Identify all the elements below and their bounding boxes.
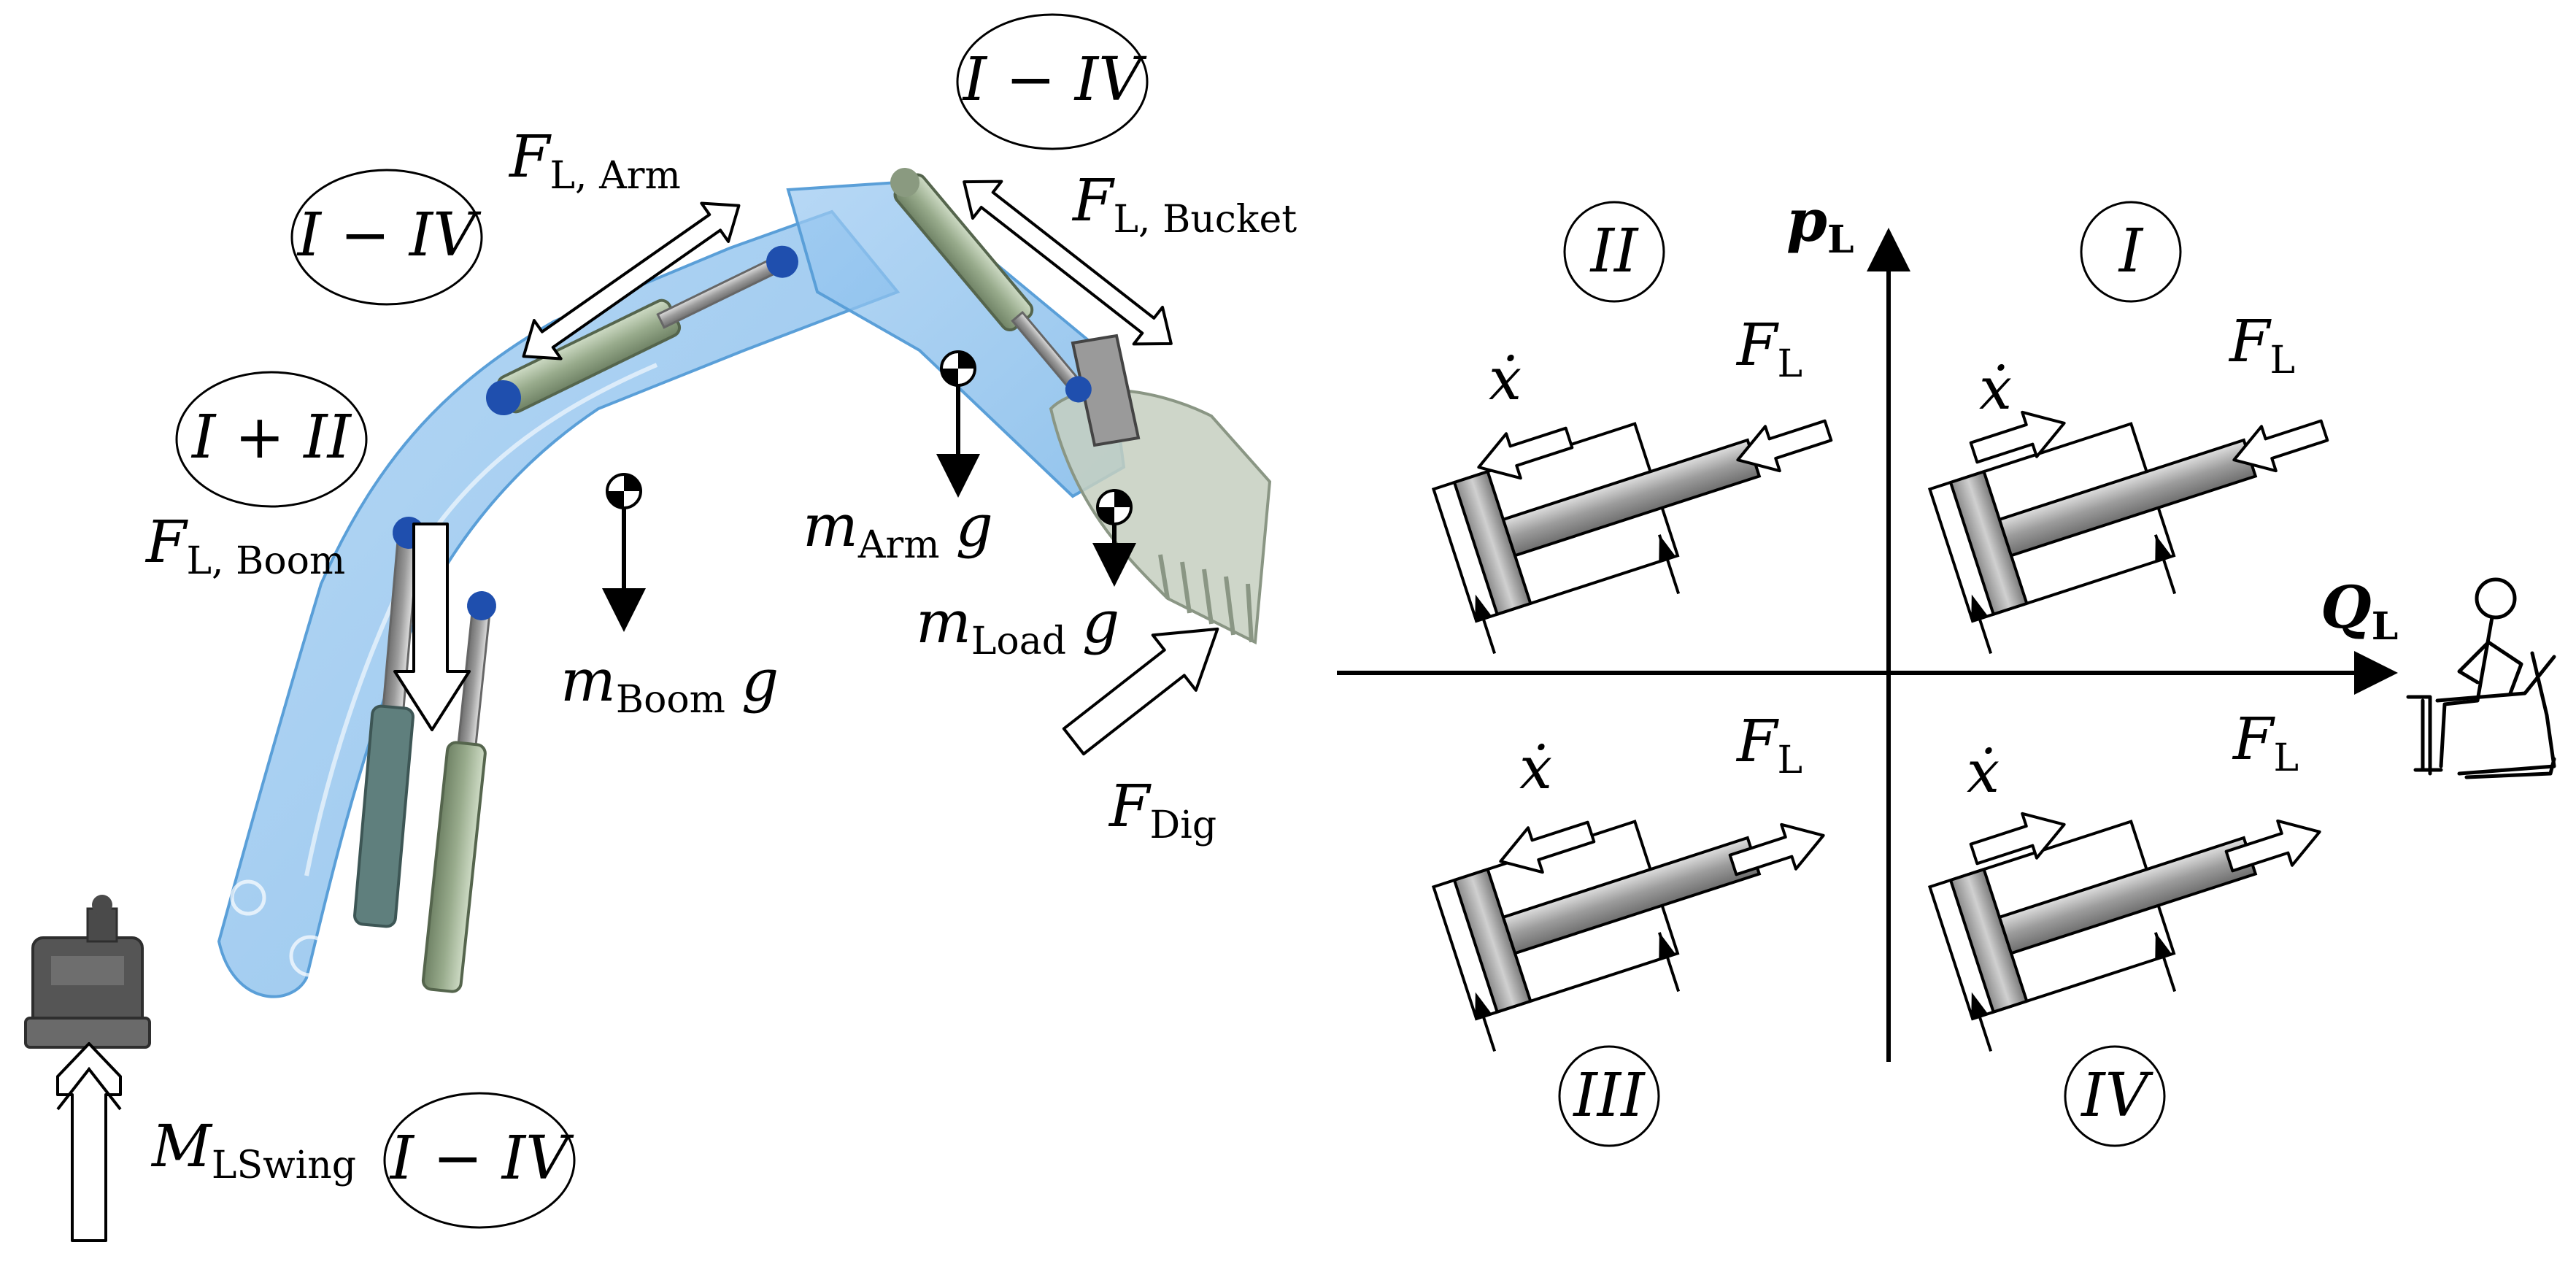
quadrant-label-1: I bbox=[2080, 201, 2182, 303]
region-bucket-cylinder: I − IV bbox=[956, 13, 1149, 150]
force-label-q2: FL bbox=[1735, 311, 1802, 386]
boom-force-label: FL, Boom bbox=[144, 508, 345, 583]
swing-moment-arrow bbox=[56, 1042, 122, 1242]
boom-cylinder-2 bbox=[421, 591, 496, 993]
operator-icon bbox=[2406, 577, 2556, 779]
bucket-cylinder bbox=[890, 168, 1092, 403]
svg-text:II: II bbox=[1589, 217, 1639, 286]
boom-force-arrow bbox=[393, 523, 471, 731]
velocity-label-q1: ẋ bbox=[1979, 355, 2012, 423]
velocity-label-q4: ẋ bbox=[1967, 738, 2000, 806]
velocity-label-q3: ẋ bbox=[1519, 734, 1552, 802]
y-axis-label: pL bbox=[1786, 186, 1854, 262]
dig-force-label: FDig bbox=[1108, 772, 1216, 847]
dig-force-arrow bbox=[1062, 627, 1219, 756]
quadrant-label-3: III bbox=[1558, 1045, 1660, 1147]
arm-cylinder bbox=[486, 245, 798, 415]
region-label-bucket-cylinder: I − IV bbox=[962, 45, 1148, 115]
quadrant-label-2: II bbox=[1563, 201, 1665, 303]
region-swing: I − IV bbox=[383, 1092, 576, 1229]
region-label-arm-cylinder: I − IV bbox=[296, 201, 482, 270]
region-label-boom-cylinder: I + II bbox=[190, 403, 352, 472]
arm-force-label: FL, Arm bbox=[508, 123, 681, 198]
svg-text:III: III bbox=[1572, 1061, 1646, 1130]
region-boom-cylinder: I + II bbox=[175, 371, 368, 508]
region-label-swing: I − IV bbox=[389, 1124, 575, 1193]
arm-center-of-gravity bbox=[940, 350, 976, 387]
quadrant-label-4: IV bbox=[2064, 1045, 2166, 1147]
force-label-q1: FL bbox=[2228, 307, 2295, 382]
svg-text:I: I bbox=[2118, 217, 2144, 286]
boom-center-of-gravity bbox=[606, 473, 642, 509]
bucket-force-label: FL, Bucket bbox=[1071, 166, 1297, 242]
x-axis-label: QL bbox=[2321, 573, 2398, 649]
cylinder-quadrant-2: ẋ FL bbox=[1430, 311, 1837, 658]
region-arm-cylinder: I − IV bbox=[290, 169, 483, 306]
swing-moment-label: MLSwing bbox=[150, 1112, 356, 1187]
bucket-force-arrow bbox=[963, 180, 1173, 346]
velocity-label-q2: ẋ bbox=[1489, 345, 1522, 413]
swing-drive bbox=[24, 895, 151, 1049]
force-label-q3: FL bbox=[1735, 707, 1802, 782]
cylinder-quadrant-4: ẋ FL bbox=[1927, 705, 2329, 1056]
cylinder-quadrant-3: ẋ FL bbox=[1430, 707, 1832, 1056]
force-label-q4: FL bbox=[2232, 705, 2299, 780]
svg-text:IV: IV bbox=[2080, 1061, 2153, 1130]
load-center-of-gravity bbox=[1096, 489, 1133, 525]
excavator-illustration bbox=[24, 168, 1272, 1049]
quadrant-diagram: pL QL II I III IV ẋ FL bbox=[1337, 186, 2556, 1147]
cylinder-quadrant-1: ẋ FL bbox=[1927, 307, 2333, 658]
arm-force-arrow bbox=[522, 201, 741, 361]
